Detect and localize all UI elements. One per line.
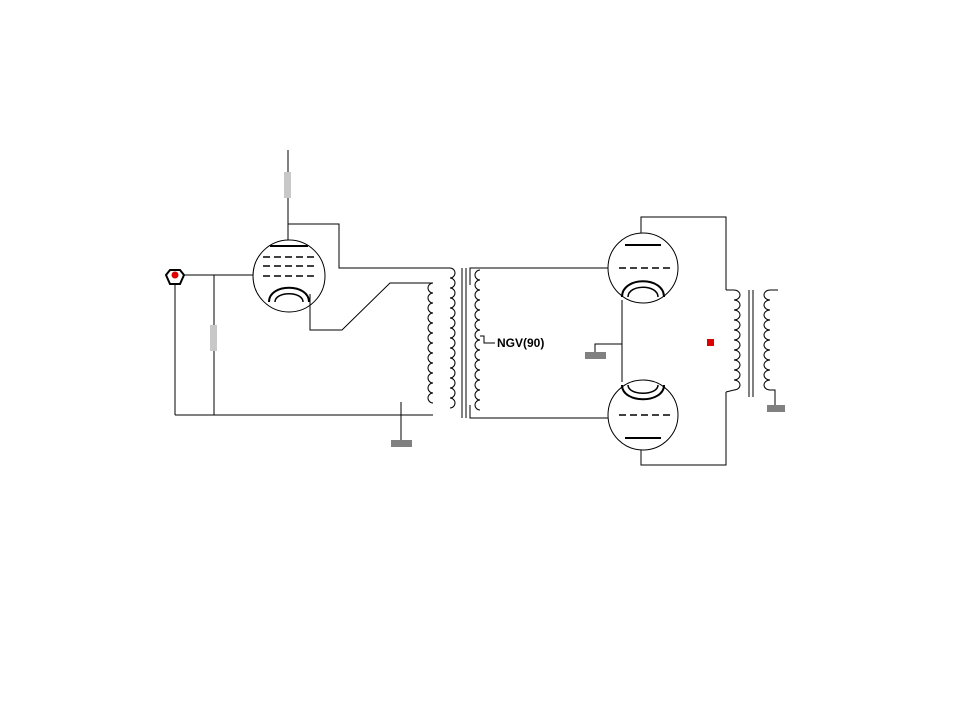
plate-resistor	[284, 172, 291, 198]
center-tap-marker	[707, 339, 714, 346]
center-tap-label: NGV(90)	[497, 336, 544, 350]
output-transformer	[707, 289, 785, 412]
interstage-transformer	[427, 267, 640, 419]
driver-pentode-tube	[252, 150, 450, 331]
grid-resistor	[210, 325, 217, 351]
ground-output	[767, 405, 785, 412]
ground-primary	[391, 402, 412, 447]
output-tube-top	[607, 216, 727, 304]
primary-winding	[427, 282, 434, 404]
ground-cathode	[585, 300, 623, 382]
output-tube-bottom	[607, 379, 727, 466]
input-jack	[164, 269, 186, 285]
